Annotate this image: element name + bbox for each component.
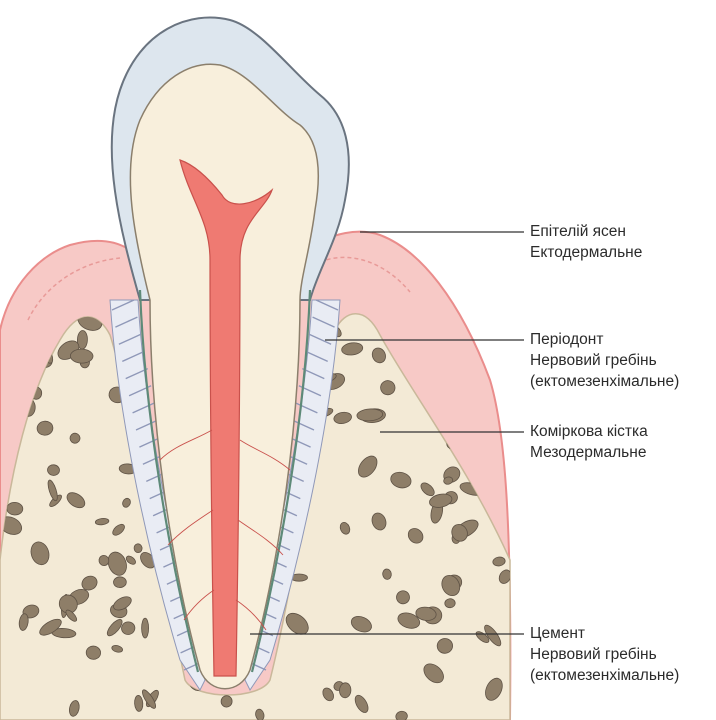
label-gingival-line2: Ектодермальне <box>530 242 642 263</box>
label-periodontium-line3: (ектомезенхімальне) <box>530 371 679 392</box>
label-periodontium: Періодонт Нервовий гребінь (ектомезенхім… <box>530 329 679 392</box>
label-cementum-line2: Нервовий гребінь <box>530 644 679 665</box>
bone-trabecula <box>504 301 514 311</box>
label-cementum-line1: Цемент <box>530 623 679 644</box>
label-cementum-line3: (ектомезенхімальне) <box>530 665 679 686</box>
bone-trabecula <box>494 295 505 309</box>
label-gingival-line1: Епітелій ясен <box>530 221 642 242</box>
bone-trabecula <box>70 349 93 363</box>
label-cementum: Цемент Нервовий гребінь (ектомезенхімаль… <box>530 623 679 686</box>
bone-trabecula <box>113 577 126 588</box>
label-periodontium-line2: Нервовий гребінь <box>530 350 679 371</box>
label-alveolar-bone: Коміркова кістка Мезодермальне <box>530 421 648 463</box>
bone-trabecula <box>473 331 489 344</box>
label-gingival-epithelium: Епітелій ясен Ектодермальне <box>530 221 642 263</box>
label-alveolar-line1: Коміркова кістка <box>530 421 648 442</box>
bone-trabecula <box>6 502 23 515</box>
label-alveolar-line2: Мезодермальне <box>530 442 648 463</box>
bone-trabecula <box>483 293 503 313</box>
label-periodontium-line1: Періодонт <box>530 329 679 350</box>
bone-trabecula <box>142 618 149 638</box>
